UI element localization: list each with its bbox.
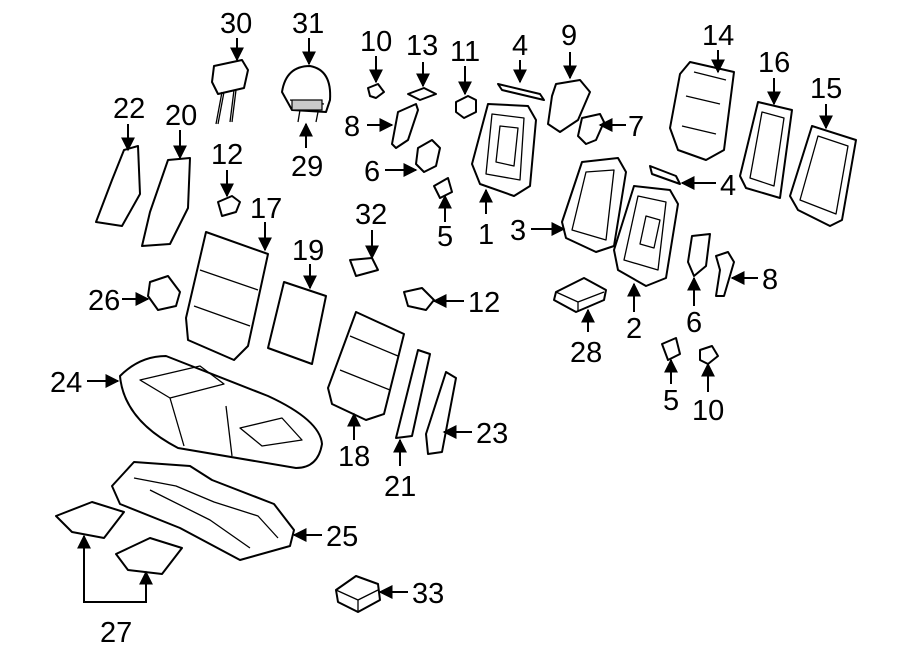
part-6-cover	[687, 233, 711, 277]
callout-33: 33	[412, 578, 444, 610]
part-23-trim	[425, 371, 457, 455]
callout-17: 17	[250, 193, 282, 225]
callout-12: 12	[211, 139, 243, 171]
callout-4: 4	[720, 170, 736, 202]
callout-30: 30	[220, 8, 252, 40]
callout-11: 11	[450, 36, 480, 68]
callout-1: 1	[478, 219, 494, 251]
callout-20: 20	[165, 100, 197, 132]
part-9-latch	[547, 79, 591, 133]
part-5-clip	[433, 177, 453, 199]
part-8-bracket	[391, 103, 419, 149]
callout-31: 31	[292, 8, 324, 40]
part-8-bracket	[715, 251, 735, 297]
callout-3: 3	[510, 215, 526, 247]
part-12-block	[403, 287, 435, 311]
part-26-connector	[147, 275, 181, 311]
part-18-seatback-cushion	[327, 311, 405, 421]
part-28-module	[553, 277, 607, 313]
callout-4: 4	[512, 30, 528, 62]
part-1-seatback-frame	[471, 103, 537, 197]
callout-labels: 30 31 10 13 11 4 9 14 16 15 22 20 12 29 …	[50, 8, 842, 649]
part-5-clip	[661, 337, 681, 361]
part-17-seatback-cushion	[185, 231, 269, 361]
callout-7: 7	[628, 111, 644, 143]
callout-8: 8	[762, 264, 778, 296]
callout-23: 23	[476, 418, 508, 450]
part-4-strip	[497, 83, 545, 101]
part-19-cushion	[267, 281, 327, 365]
callout-9: 9	[561, 20, 577, 52]
callout-22: 22	[113, 93, 145, 125]
part-33-module	[335, 575, 381, 613]
part-3-seatback-frame	[561, 157, 627, 253]
callout-21: 21	[384, 471, 416, 503]
leader-arrows	[77, 38, 833, 603]
callout-14: 14	[702, 20, 734, 52]
part-27-cover	[115, 537, 183, 575]
part-27-cover	[55, 501, 125, 539]
callout-16: 16	[758, 47, 790, 79]
callout-26: 26	[88, 285, 120, 317]
callout-28: 28	[570, 337, 602, 369]
part-15-back-panel	[789, 125, 857, 227]
callout-24: 24	[50, 367, 82, 399]
callout-29: 29	[291, 151, 323, 183]
callout-5: 5	[663, 385, 679, 417]
part-22-side-trim	[95, 145, 141, 227]
callout-8: 8	[344, 111, 360, 143]
callout-19: 19	[292, 235, 324, 267]
part-10-clip	[699, 345, 719, 365]
part-16-back-panel	[739, 101, 793, 199]
callout-6: 6	[364, 156, 380, 188]
part-4-strip	[649, 165, 681, 185]
part-10-clip	[367, 83, 385, 99]
callout-27: 27	[100, 617, 132, 649]
part-30-headrest	[211, 59, 249, 125]
part-7-bracket	[577, 113, 605, 145]
part-13-pad	[407, 87, 437, 101]
callout-2: 2	[626, 313, 642, 345]
part-12-block	[217, 195, 241, 217]
part-32-block	[349, 257, 379, 277]
part-14-back-panel	[669, 61, 735, 161]
part-6-cover	[415, 139, 441, 173]
callout-25: 25	[326, 521, 358, 553]
part-31-headrest	[281, 65, 332, 123]
callout-12: 12	[468, 287, 500, 319]
part-20-side-trim	[141, 157, 191, 247]
callout-32: 32	[355, 199, 387, 231]
callout-13: 13	[406, 30, 438, 62]
callout-6: 6	[686, 307, 702, 339]
callout-18: 18	[338, 441, 370, 473]
callout-15: 15	[810, 73, 842, 105]
part-11-block	[455, 95, 477, 119]
callout-10: 10	[360, 26, 392, 58]
callout-10: 10	[692, 395, 724, 427]
callout-5: 5	[437, 221, 453, 253]
part-24-seat-cushion	[119, 355, 323, 469]
part-2-seatback-frame	[613, 185, 679, 287]
part-21-trim	[395, 349, 431, 439]
